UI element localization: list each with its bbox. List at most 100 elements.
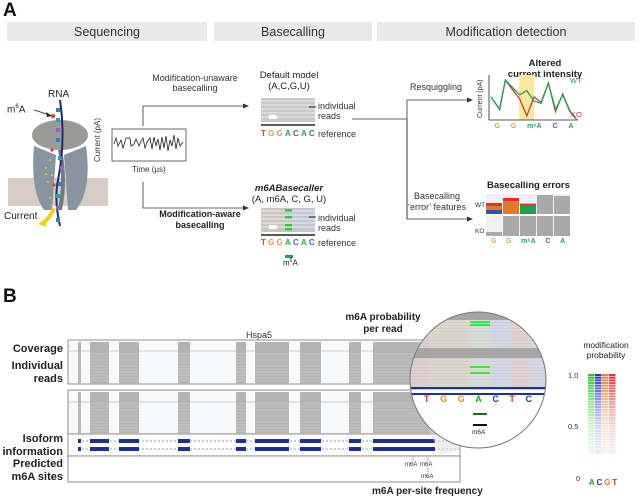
wt-bar-segment (520, 206, 536, 214)
legend-cell (609, 411, 616, 414)
isoform-exon (78, 439, 81, 443)
legend-cell (609, 408, 616, 411)
legend-cell (595, 443, 602, 446)
zoom-m6a-call (470, 372, 490, 374)
legend-cell (595, 395, 602, 398)
legend-cell (588, 414, 595, 417)
intensity-ko-label: KO (571, 110, 582, 119)
signal-trace (113, 134, 184, 152)
legend-cell (609, 382, 616, 385)
site-label-3: m6A (421, 474, 434, 480)
legend-cell (609, 376, 616, 379)
ko-bar (520, 216, 536, 236)
legend-cell (602, 403, 609, 406)
zoom-m6a-call (470, 324, 490, 326)
legend-cell (588, 446, 595, 449)
m6a-model-reads (261, 208, 316, 236)
intensity-wt-label: WT (570, 76, 582, 85)
legend-tick-1: 1.0 (568, 371, 579, 380)
legend-cell (588, 403, 595, 406)
legend-cell (588, 390, 595, 393)
m6a-label: m6A (7, 104, 26, 116)
predicted-site-ticks (412, 457, 429, 472)
ko-bar (486, 232, 502, 236)
legend-cell (602, 392, 609, 395)
rna-strand (55, 99, 64, 227)
legend-cell (595, 382, 602, 385)
isoform-exon (119, 447, 139, 451)
legend-cell (595, 414, 602, 417)
legend-cell (595, 422, 602, 425)
wt-bar-segment (503, 201, 519, 214)
legend-cell (588, 376, 595, 379)
legend-cell (588, 438, 595, 441)
legend-cell (588, 379, 595, 382)
m6a-highlight-band (518, 75, 534, 120)
wt-series-line (490, 78, 578, 121)
legend-cell (588, 400, 595, 403)
legend-cell (602, 376, 609, 379)
m6a-calls (285, 209, 292, 231)
legend-cell (609, 400, 616, 403)
ko-bar (554, 216, 570, 236)
legend-cell (609, 379, 616, 382)
rna-label: RNA (48, 89, 70, 100)
legend-cell (609, 438, 616, 441)
legend-cell (602, 414, 609, 417)
legend-cell (595, 430, 602, 433)
legend-cell (602, 419, 609, 422)
legend-cell (595, 406, 602, 409)
m6a-reference-label: reference (318, 238, 357, 248)
legend-cell (588, 392, 595, 395)
legend-cell (609, 392, 616, 395)
legend-cell (595, 424, 602, 427)
m6a-reference-bases: TGGACAC (261, 238, 317, 247)
legend-cell (588, 422, 595, 425)
legend-cell (588, 374, 595, 377)
legend-cell (595, 392, 602, 395)
deletion-gap (269, 225, 277, 229)
gene-label: Hspa5 (246, 330, 273, 340)
errors-wt-label: WT (475, 202, 486, 209)
isoform-exon (90, 439, 109, 443)
zoom-site-label: m6A (472, 429, 486, 436)
legend-cell (588, 424, 595, 427)
legend-cell (595, 387, 602, 390)
legend-cell (609, 398, 616, 401)
zoom-m6a-call (470, 321, 490, 323)
errors-ko-label: KO (475, 228, 485, 235)
label-coverage: Coverage (12, 343, 63, 355)
legend-cell (595, 384, 602, 387)
legend-cell (602, 384, 609, 387)
legend-cell (588, 384, 595, 387)
legend-cell (595, 438, 602, 441)
header-basecalling: Basecalling (214, 22, 372, 41)
legend-cell (595, 403, 602, 406)
legend-tick-05: 0.5 (568, 422, 579, 431)
motor-protein (32, 120, 88, 150)
isoform-exon (373, 447, 435, 451)
legend-cell (609, 435, 616, 438)
legend-cell (609, 419, 616, 422)
legend-cell (588, 416, 595, 419)
legend-cell (609, 395, 616, 398)
isoform-exon (78, 447, 81, 451)
ko-bar (503, 216, 519, 236)
legend-cell (602, 382, 609, 385)
legend-cell (595, 416, 602, 419)
modification-probability-legend (588, 374, 616, 454)
legend-cell (602, 435, 609, 438)
legend-cell (588, 387, 595, 390)
isoform-exon (90, 447, 109, 451)
legend-cell (588, 419, 595, 422)
panel-a-letter: A (3, 0, 17, 21)
predicted-sites-track (67, 455, 461, 483)
detection-branch-arrows (352, 97, 473, 222)
